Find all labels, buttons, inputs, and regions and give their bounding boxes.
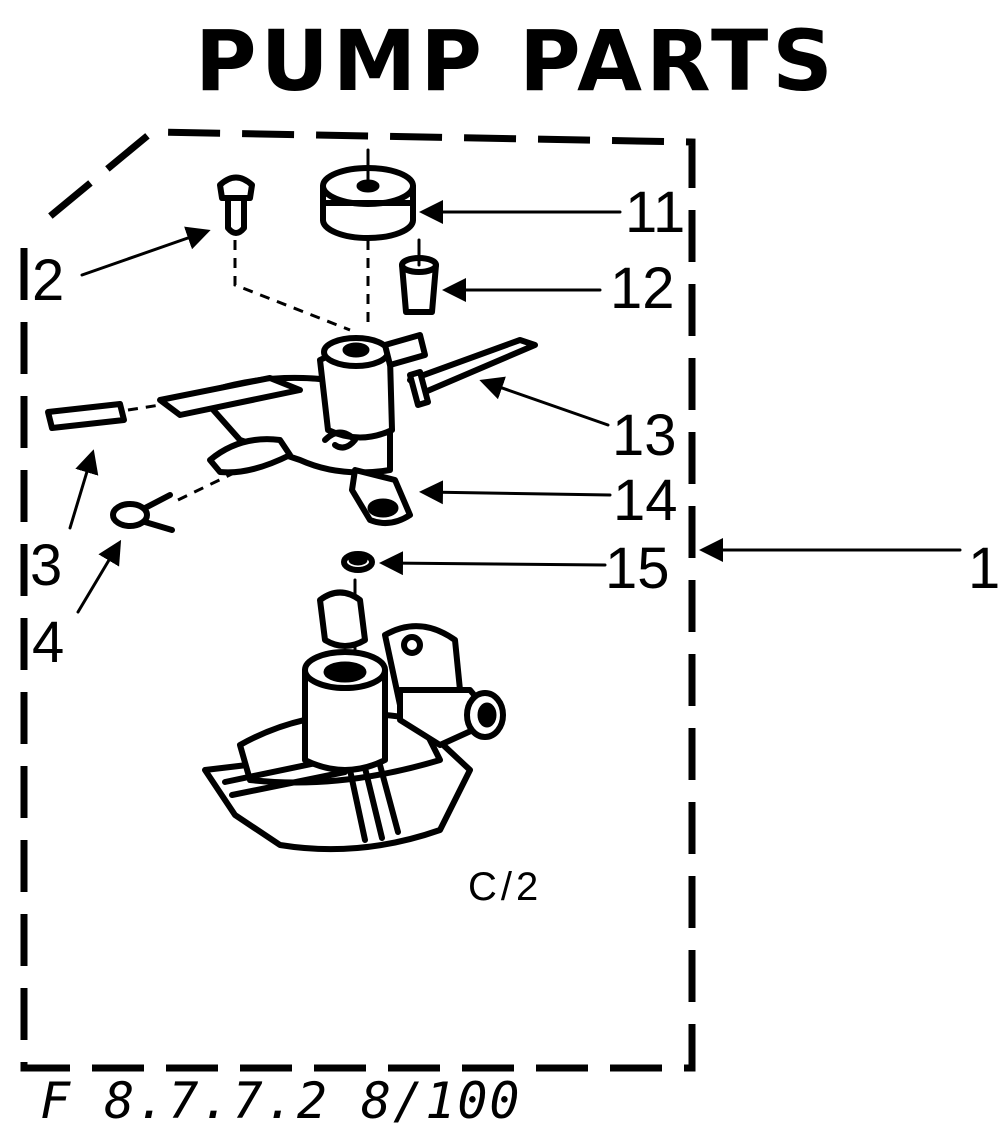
part-2-screw — [217, 174, 255, 236]
callout-15: 15 — [605, 536, 670, 601]
part-11-pulley — [320, 148, 416, 241]
assembly-code: C/2 — [468, 865, 542, 909]
part-12-bushing — [399, 238, 439, 315]
part-15-seal — [341, 551, 375, 573]
footer-code: F 8.7.7.2 8/100 — [40, 1072, 522, 1130]
callout-1: 1 — [968, 536, 1000, 601]
assembly-boundary — [20, 128, 696, 1072]
callout-2: 2 — [32, 248, 64, 313]
part-3-pin — [45, 401, 161, 431]
pump-housing — [202, 589, 506, 853]
callout-arrows — [68, 200, 962, 614]
part-13-14-arm-assembly — [157, 332, 538, 527]
part-4-clip — [110, 468, 241, 533]
callout-13: 13 — [612, 403, 677, 468]
callout-14: 14 — [613, 468, 678, 533]
callout-12: 12 — [610, 256, 675, 321]
callout-3: 3 — [30, 533, 62, 598]
callout-4: 4 — [32, 610, 64, 675]
diagram-title: PUMP PARTS — [195, 12, 837, 110]
callout-11: 11 — [625, 180, 685, 245]
